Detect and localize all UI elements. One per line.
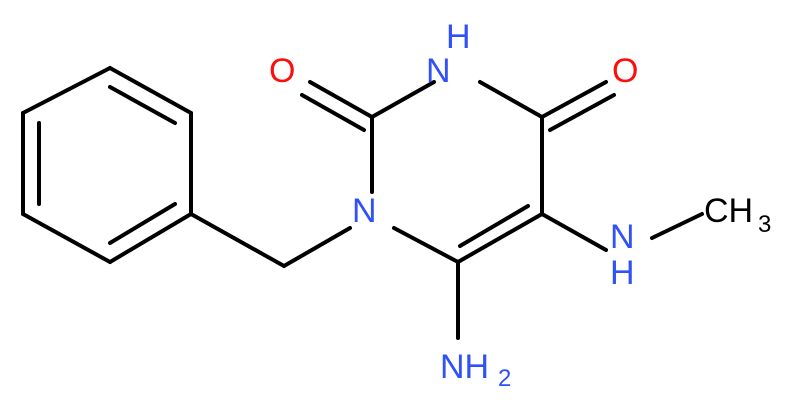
methyl-subscript: 3 [758,211,771,238]
oxygen-label: O [612,52,638,90]
bond [282,226,352,268]
nitrogen-label: N [610,218,635,256]
nitrogen-label: N [426,52,451,90]
bond [392,226,460,264]
oxygen-label: O [269,52,295,90]
bond [478,80,544,119]
double-bond [548,93,616,132]
bond [540,212,608,252]
double-bond [540,80,608,119]
double-bond-inner [458,204,530,248]
double-bond [308,80,374,119]
bond [21,212,112,264]
benzene-ring [21,66,193,264]
bond [189,212,286,268]
hydrogen-label: H [610,254,635,292]
amino-subscript: 2 [498,365,511,392]
methyl-label: CH [704,192,753,230]
pyrimidine-ring [370,80,544,264]
hydrogen-label: H [446,18,471,56]
double-bond-inner [108,202,177,245]
bond [108,66,193,115]
amino-label: NH [440,348,489,386]
bond [21,66,112,115]
bond [650,212,704,240]
bond [370,80,436,119]
bond [108,212,193,264]
nitrogen-label: N [352,192,377,230]
double-bond-inner [108,85,177,125]
double-bond [300,93,366,132]
bond [456,212,544,264]
